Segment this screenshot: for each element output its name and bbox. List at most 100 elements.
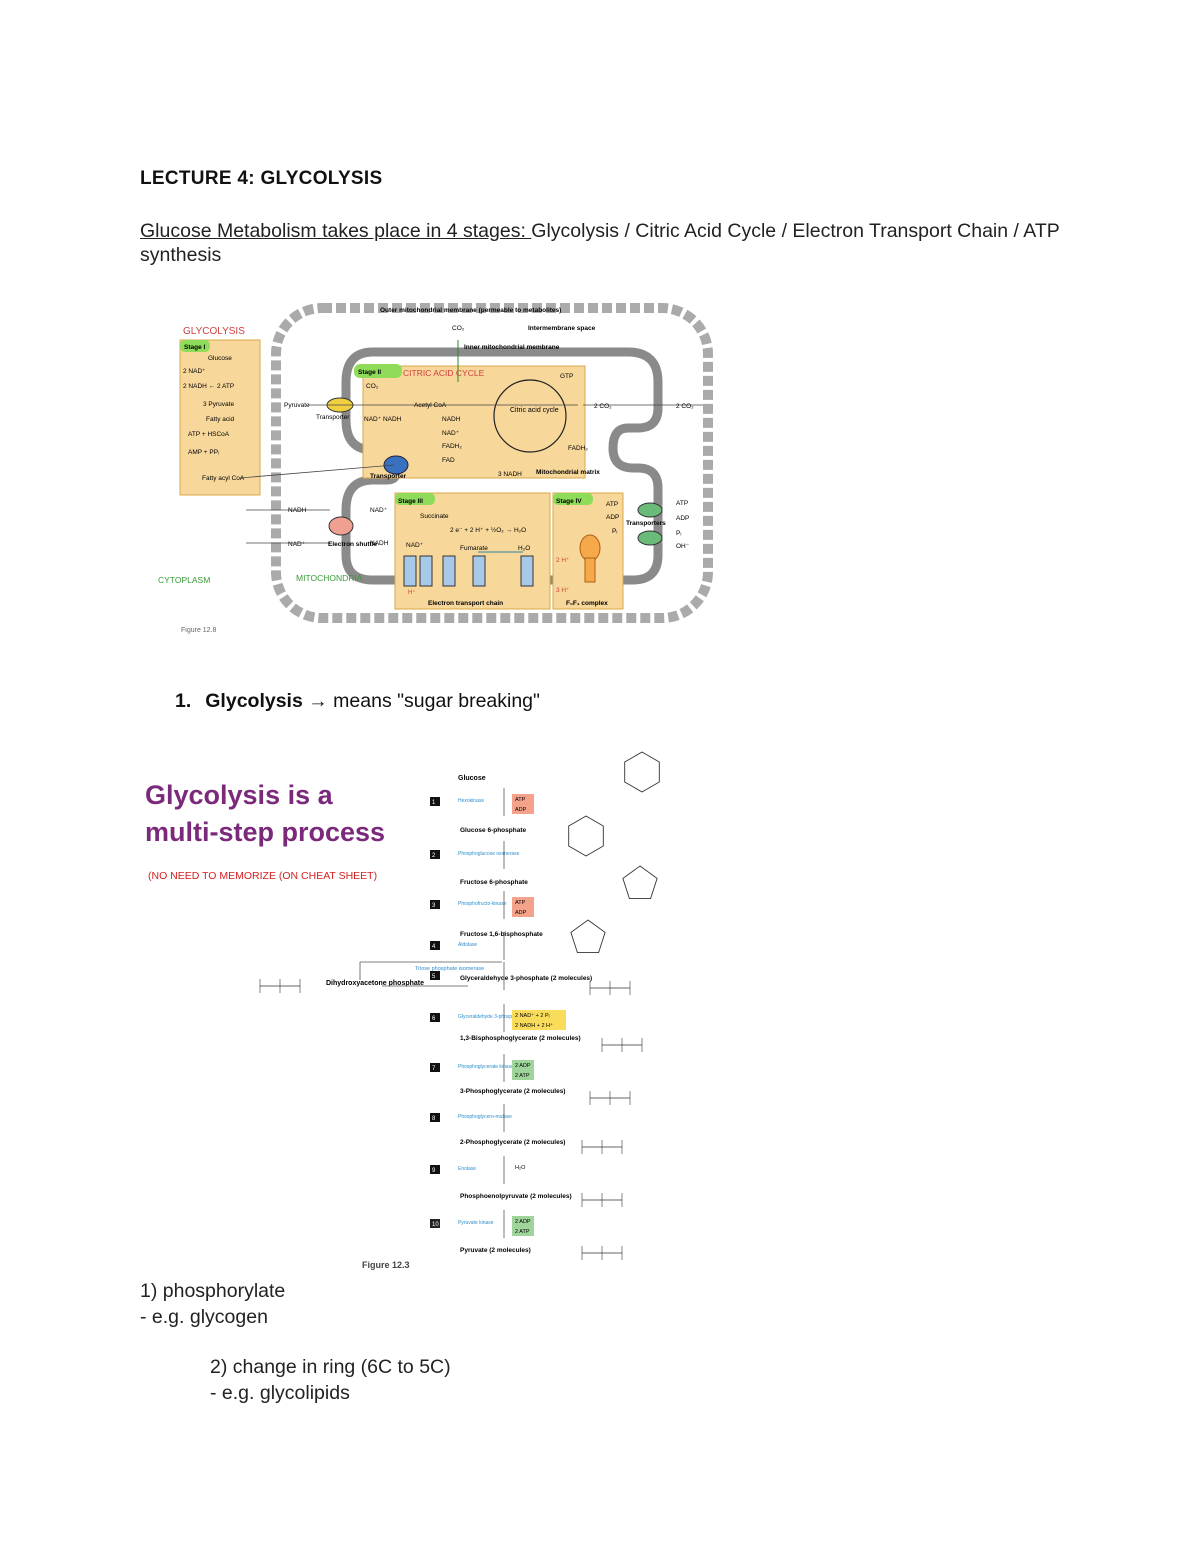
two-co2-out-label: 2 CO₂ [676, 403, 694, 410]
stage2-label: Stage II [358, 369, 381, 376]
two-h-label: 2 H⁺ [556, 557, 570, 564]
etc-complex-1 [404, 556, 416, 586]
step-cofactor-in: ATP [515, 797, 526, 803]
list-definition: → means "sugar breaking" [303, 690, 540, 712]
figure2-caption: Figure 12.3 [362, 1260, 410, 1270]
glycolysis-steps-figure: Glycolysis is a multi-step process (NO N… [140, 740, 700, 1280]
nad-label: 2 NAD⁺ [183, 368, 206, 375]
stage4-label: Stage IV [556, 498, 582, 505]
glucose-ring [625, 752, 660, 792]
atp-hscoa-label: ATP + HSCoA [188, 431, 230, 438]
three-h-label: 3 H⁺ [556, 587, 570, 594]
succinate-label: Succinate [420, 513, 449, 520]
fadh2-label: FADH₂ [568, 445, 588, 452]
f0f1-label: F₀F₁ complex [566, 600, 608, 607]
h2o-label: H₂O [518, 545, 530, 552]
intro-underlined-text: Glucose Metabolism takes place in 4 stag… [140, 220, 531, 242]
figure2-note: (NO NEED TO MEMORIZE (ON CHEAT SHEET) [148, 870, 377, 882]
fatty-acyl-label: Fatty acyl CoA [202, 475, 245, 482]
step-enzyme: Phosphofructo-kinase [458, 901, 507, 907]
two-co2-in-label: 2 CO₂ [594, 403, 612, 410]
fatty-acyl-transporter [384, 456, 408, 474]
transporter-label: Transporter [316, 414, 350, 421]
three-nadh-label: 3 NADH [498, 471, 522, 478]
atp-label: ATP [606, 501, 618, 508]
nadh-atp-label: 2 NADH ← 2 ATP [183, 383, 234, 390]
transporters-label: Transporters [626, 520, 666, 527]
pi-out-label: Pᵢ [676, 530, 681, 537]
glycolysis-label: GLYCOLYSIS [183, 326, 245, 337]
electron-shuttle-shape [329, 517, 353, 535]
transporter-low-label: Transporter [370, 473, 407, 480]
nadh-mid-label: NADH [370, 540, 389, 547]
citric-acid-cycle-label: CITRIC ACID CYCLE [403, 368, 485, 378]
step-enzyme: Aldolase [458, 942, 477, 948]
step-product: Pyruvate (2 molecules) [460, 1247, 531, 1254]
pyruvate3-label: 3 Pyruvate [203, 401, 234, 408]
etc-complex-4 [473, 556, 485, 586]
pyruvate-label: Pyruvate [284, 402, 310, 409]
etc-complex-2 [420, 556, 432, 586]
atp-synthase-stalk [585, 558, 595, 582]
step-enzyme: Pyruvate kinase [458, 1220, 494, 1226]
list-item-glycolysis: 1. Glycolysis → means "sugar breaking" [175, 690, 540, 713]
glucose-metabolism-figure: GLYCOLYSIS Stage I Glucose 2 NAD⁺ 2 NADH… [158, 300, 718, 630]
step-cofactor-in: H₂O [515, 1165, 526, 1171]
nad-plus-low-label: NAD⁺ [406, 542, 424, 549]
nad-left-label: NAD⁺ [288, 541, 306, 548]
stage3-label: Stage III [398, 498, 423, 505]
step-enzyme: Phosphoglycerate kinase [458, 1064, 514, 1070]
step-cofactor-out: ADP [515, 910, 527, 916]
nad-list-label: NAD⁺ [442, 430, 460, 437]
step-product: Fructose 1,6-bisphosphate [460, 931, 543, 938]
list-term: Glycolysis [205, 690, 303, 712]
pi-label: Pᵢ [612, 528, 617, 535]
outer-membrane-label: Outer mitochondrial membrane (permeable … [380, 307, 561, 314]
list-number: 1. [175, 690, 191, 712]
etc-complex-5 [521, 556, 533, 586]
step-cofactor-out: 2 ATP [515, 1229, 530, 1235]
step-enzyme: Hexokinase [458, 798, 484, 804]
atp-transporter-bottom [638, 531, 662, 545]
h-plus-label: H⁺ [408, 589, 416, 596]
step-enzyme: Enolase [458, 1166, 476, 1172]
step-cofactor-in: 2 ADP [515, 1063, 531, 1069]
amp-ppi-label: AMP + PPᵢ [188, 449, 219, 456]
note2-line2: - e.g. glycolipids [210, 1380, 451, 1406]
oh-label: OH⁻ [676, 543, 690, 550]
atp-transporter-top [638, 503, 662, 517]
adp-out-label: ADP [676, 515, 689, 522]
glucose-label: Glucose [458, 775, 486, 782]
note2-line1: 2) change in ring (6C to 5C) [210, 1354, 451, 1380]
figure2-heading-line1: Glycolysis is a [145, 780, 334, 810]
note-ring-change: 2) change in ring (6C to 5C) - e.g. glyc… [210, 1354, 451, 1406]
mito-matrix-label: Mitochondrial matrix [536, 469, 600, 476]
nad-nadh-label: NAD⁺ NADH [364, 416, 402, 423]
page-title: LECTURE 4: GLYCOLYSIS [140, 168, 382, 190]
fructose6p-ring [623, 866, 657, 899]
step-product: Glucose 6-phosphate [460, 827, 526, 834]
atp-synthase-head [580, 535, 600, 561]
figure1-caption: Figure 12.8 [181, 627, 216, 634]
adp-label: ADP [606, 514, 619, 521]
etc-complex-3 [443, 556, 455, 586]
fadh2-list-label: FADH₂ [442, 443, 462, 450]
figure2-heading-line2: multi-step process [145, 817, 385, 847]
cytoplasm-label: CYTOPLASM [158, 575, 210, 585]
step-cofactor-out: 2 ATP [515, 1073, 530, 1079]
co2-top-label: CO₂ [452, 325, 465, 332]
fructose16bp-ring [571, 920, 605, 953]
acetyl-coa-label: Acetyl CoA [414, 402, 447, 409]
intro-paragraph: Glucose Metabolism takes place in 4 stag… [140, 219, 1060, 267]
fad-label: FAD [442, 457, 455, 464]
step-product: Fructose 6-phosphate [460, 879, 528, 886]
glucose6p-ring [569, 816, 604, 856]
note-phosphorylate: 1) phosphorylate - e.g. glycogen [140, 1278, 285, 1330]
intermembrane-label: Intermembrane space [528, 325, 596, 332]
step-product: 3-Phosphoglycerate (2 molecules) [460, 1088, 565, 1095]
electron-chain-label: Electron transport chain [428, 600, 503, 607]
atp-out-label: ATP [676, 500, 688, 507]
electron-eq-label: 2 e⁻ + 2 H⁺ + ½O₂ → H₂O [450, 526, 526, 534]
step-number: 10 [432, 1222, 439, 1228]
